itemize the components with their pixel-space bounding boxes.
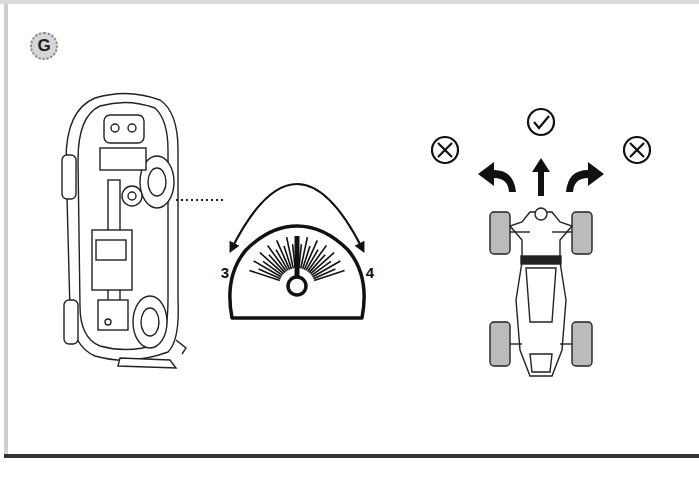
dial-tick — [314, 271, 344, 281]
drawing-part — [530, 354, 552, 372]
drawing-part — [288, 277, 306, 295]
dial-number: 4 — [366, 264, 374, 281]
drawing-part — [78, 102, 168, 349]
drawing-part — [232, 184, 362, 248]
dial-number: 3 — [221, 264, 229, 281]
drawing-part — [111, 124, 119, 132]
section-badge: G — [30, 32, 58, 60]
drawing-part — [521, 256, 561, 264]
drawing-part — [176, 340, 186, 354]
drawing-part — [490, 212, 510, 254]
car-top-view — [490, 208, 592, 376]
drawing-part — [432, 137, 458, 163]
direction-arrows — [478, 158, 604, 196]
drawing-part — [98, 300, 128, 330]
dial-tick — [268, 246, 287, 272]
drawing-part — [128, 192, 136, 200]
drawing-part — [104, 115, 144, 143]
drawing-part — [490, 322, 510, 366]
drawing-part — [92, 230, 132, 290]
drawing-part — [478, 162, 516, 192]
dial-tick — [287, 237, 294, 268]
drawing-part — [0, 0, 699, 4]
drawing-part — [566, 162, 604, 192]
drawing-part — [122, 186, 142, 206]
trim-dial — [230, 184, 364, 318]
drawing-part — [4, 4, 8, 456]
panel-frame — [0, 0, 699, 458]
drawing-part — [510, 231, 530, 232]
drawing-part — [118, 358, 176, 368]
drawing-part — [532, 158, 550, 196]
drawing-part — [100, 148, 146, 170]
drawing-part — [148, 168, 166, 196]
drawing-part — [526, 268, 556, 322]
car-underside — [62, 93, 226, 368]
drawing-part — [624, 137, 650, 163]
drawing-part — [510, 212, 572, 376]
drawing-part — [105, 319, 111, 325]
drawing-part — [528, 109, 554, 135]
drawing-part — [141, 308, 159, 336]
drawing-part — [133, 296, 167, 348]
drawing-part — [552, 231, 572, 232]
drawing-part — [630, 143, 644, 157]
drawing-part — [128, 124, 136, 132]
drawing-part — [230, 226, 364, 318]
drawing-part — [295, 236, 300, 280]
drawing-part — [62, 155, 76, 199]
drawing-part — [66, 93, 178, 360]
drawing-part — [572, 322, 592, 366]
drawing-part — [176, 199, 226, 201]
drawing-part — [534, 116, 549, 128]
drawing-part — [560, 343, 572, 344]
drawing-part — [438, 143, 452, 157]
drawing-part — [64, 300, 78, 344]
dial-tick — [313, 261, 341, 277]
drawing-part — [572, 212, 592, 254]
section-letter: G — [37, 36, 50, 56]
drawing-part — [535, 208, 547, 220]
drawing-part — [4, 454, 699, 458]
drawing-part — [510, 343, 522, 344]
drawing-part — [96, 240, 126, 260]
status-symbols — [432, 109, 650, 163]
